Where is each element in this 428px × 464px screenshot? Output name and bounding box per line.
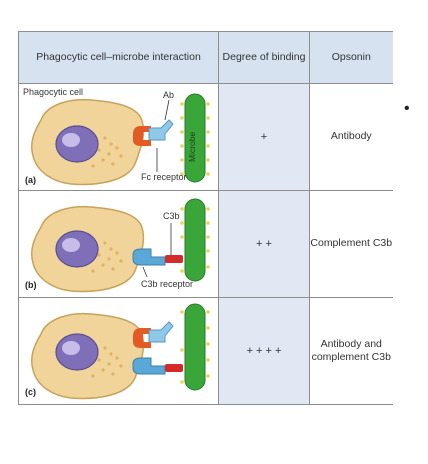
opsonin-b: Complement C3b [309,189,393,298]
row-a: Phagocytic cell Ab Microbe Fc receptor (… [18,82,393,191]
opsonin-a: Antibody [309,82,393,191]
c3b-shape [165,363,183,372]
panel-b-cell: C3b C3b receptor (b) [18,189,219,298]
microbe-shape [184,93,206,183]
label-c3b: C3b [163,211,180,221]
nucleus-highlight [62,237,80,252]
panel-label-a: (a) [25,175,36,185]
ab-leader [164,99,170,120]
nucleus-highlight [62,132,80,147]
bullet-marker: • [404,100,410,117]
panel-c-illustration: (c) [25,303,210,400]
panel-b-illustration: C3b C3b receptor (b) [25,198,210,292]
granules [91,346,123,378]
microbe-shape [184,303,206,391]
header-opsonin: Opsonin [309,31,393,84]
panel-c-cell: (c) [18,296,219,406]
microbe-dots [180,101,210,176]
panel-label-c: (c) [25,387,36,397]
c3b-receptor-shape [132,248,166,266]
binding-a: + [218,82,310,191]
label-ab: Ab [163,90,174,100]
panel-a-illustration: Phagocytic cell Ab Microbe Fc receptor (… [23,87,210,185]
panel-a-cell: Phagocytic cell Ab Microbe Fc receptor (… [18,82,219,191]
granules [91,135,123,168]
antibody-shape [148,118,174,141]
nucleus-highlight [62,340,80,355]
header-interaction: Phagocytic cell–microbe interaction [18,31,219,84]
panel-label-b: (b) [25,280,37,290]
opsonin-c: Antibody and complement C3b [309,296,393,406]
row-b: C3b C3b receptor (b) + + Complement C3b [18,189,393,298]
row-c: (c) + + + + Antibody and complement C3b [18,296,393,406]
microbe-shape [184,198,206,282]
header-binding: Degree of binding [218,31,310,84]
microbe-dots [180,206,210,273]
binding-c: + + + + [218,296,310,406]
label-c3b-receptor: C3b receptor [141,279,193,289]
label-fc-receptor: Fc receptor [141,172,187,182]
granules [91,241,123,273]
c3b-receptor-leader [142,266,148,277]
binding-b: + + [218,189,310,298]
opsonization-table: Phagocytic cell–microbe interaction Degr… [18,31,393,406]
header-row: Phagocytic cell–microbe interaction Degr… [18,31,393,84]
microbe-dots [180,310,210,384]
label-microbe: Microbe [187,131,197,162]
fc-receptor-shape [133,125,151,146]
antibody-shape [148,321,174,343]
fc-receptor-shape [133,327,151,348]
c3b-receptor-shape [132,357,166,375]
c3b-shape [165,254,183,263]
label-phagocytic-cell: Phagocytic cell [23,87,83,97]
